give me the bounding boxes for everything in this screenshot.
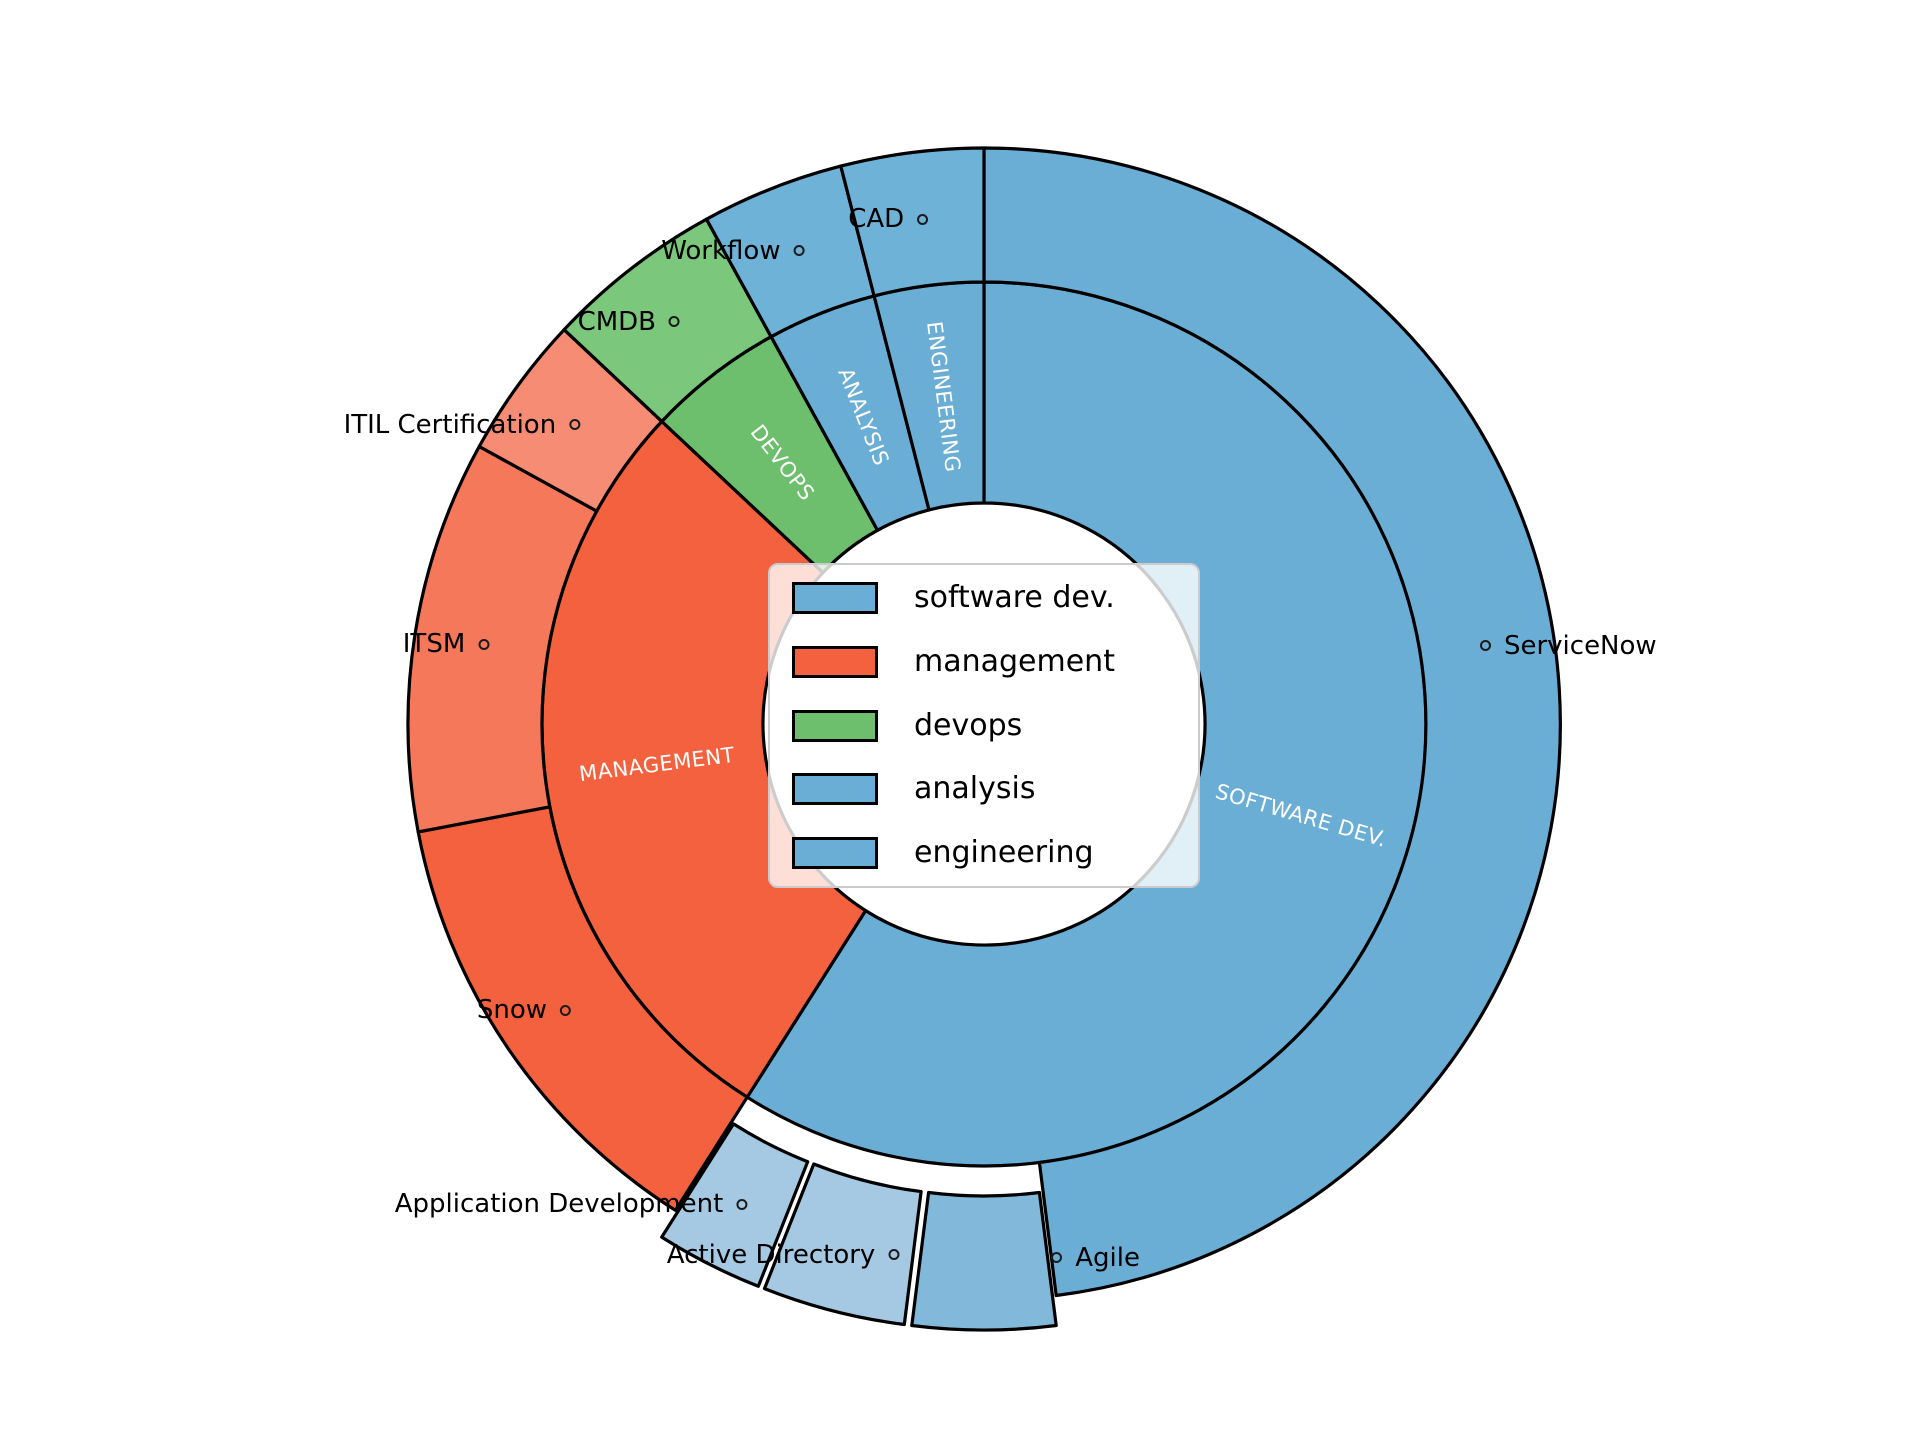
skill-wedge-active-directory xyxy=(762,1162,923,1327)
skill-wedge-servicenow xyxy=(982,146,1562,1298)
legend-row-devops: devops xyxy=(792,707,1176,743)
legend-label: management xyxy=(914,643,1115,679)
legend-label: engineering xyxy=(914,835,1094,870)
legend-row-engineering: engineering xyxy=(792,837,1176,869)
legend-row-analysis: analysis xyxy=(792,771,1176,807)
legend-label: analysis xyxy=(914,771,1036,807)
legend-swatch-management xyxy=(792,645,878,678)
legend-row-management: management xyxy=(792,643,1176,679)
legend-swatch-analysis xyxy=(792,773,878,806)
legend-swatch-engineering xyxy=(792,837,878,869)
legend-row-software-dev: software dev. xyxy=(792,582,1176,614)
legend: software dev. management devops analysis… xyxy=(768,563,1200,888)
skill-wedge-application-development xyxy=(660,1122,810,1288)
skill-wedge-cad xyxy=(839,146,986,298)
legend-label: software dev. xyxy=(914,580,1115,615)
legend-swatch-software-dev xyxy=(792,582,878,614)
legend-swatch-devops xyxy=(792,709,878,742)
legend-label: devops xyxy=(914,707,1023,743)
skill-wedge-agile xyxy=(910,1190,1058,1332)
